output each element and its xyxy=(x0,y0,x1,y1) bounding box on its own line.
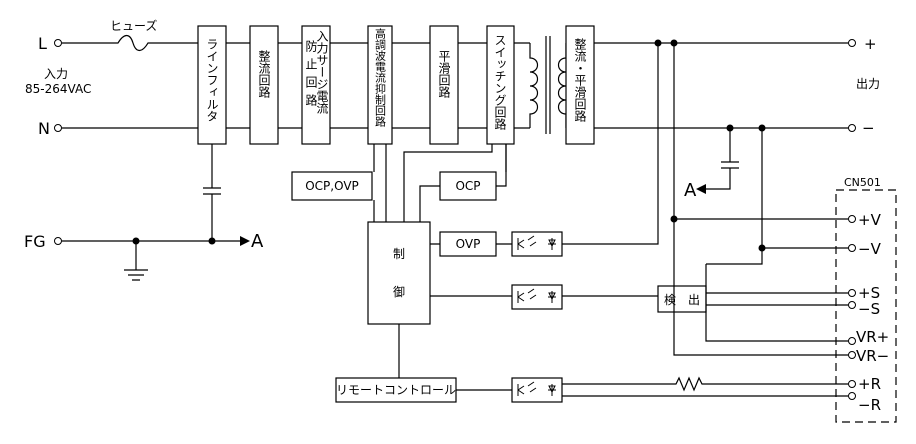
fuse-symbol xyxy=(62,34,198,52)
block-smoothing-label: 平滑回路 xyxy=(437,50,451,99)
block-control-label-2: 御 xyxy=(393,284,405,299)
block-remote-control-label: リモートコントロール xyxy=(336,383,456,397)
connector-label: CN501 xyxy=(844,176,881,189)
block-inrush-label-1: 防止回路 xyxy=(304,39,318,112)
output-plus-label: + xyxy=(864,35,877,53)
svg-text:−V: −V xyxy=(858,240,882,258)
connector-pin-plus-s: +S xyxy=(848,284,880,302)
block-rectify-smooth xyxy=(565,25,595,145)
output-capacitor xyxy=(706,128,739,190)
terminal-n xyxy=(54,124,62,132)
connector-pin-minus-r: −R xyxy=(848,392,881,414)
block-ovp-label: OVP xyxy=(456,237,481,251)
svg-text:+R: +R xyxy=(858,375,881,393)
transformer-primary xyxy=(529,43,539,128)
output-minus-label: − xyxy=(862,119,875,137)
svg-text:−R: −R xyxy=(858,396,881,414)
ground-icon xyxy=(124,241,148,281)
block-detect-label: 検 出 xyxy=(664,293,700,307)
svg-text:VR+: VR+ xyxy=(856,328,889,346)
connector-pin-vr-plus: VR+ xyxy=(848,328,889,346)
block-rectifier-label: 整流回路 xyxy=(257,49,271,99)
terminal-l-label: L xyxy=(38,34,47,53)
block-rectify-smooth-label: 整流・平滑回路 xyxy=(573,37,587,123)
input-voltage: 85-264VAC xyxy=(25,82,91,96)
block-line-filter-label: ラインフィルタ xyxy=(205,38,219,122)
block-control-label-1: 制 xyxy=(393,247,405,261)
connector-pin-vr-minus: VR− xyxy=(848,347,889,365)
block-inrush-label-2: 入力サージ電流 xyxy=(315,30,329,114)
block-remote-control xyxy=(335,377,457,403)
arrow-a-out xyxy=(696,184,706,194)
node-a-label-fg: A xyxy=(251,231,264,252)
output-caption: 出力 xyxy=(856,77,880,91)
block-rectifier xyxy=(249,25,279,145)
svg-text:VR−: VR− xyxy=(856,347,889,365)
photocoupler-icon xyxy=(511,377,563,403)
transformer-secondary xyxy=(557,43,567,128)
terminal-n-label: N xyxy=(38,119,50,138)
y-capacitor xyxy=(203,187,221,195)
arrow-a-fg xyxy=(240,236,250,246)
block-ocp-ovp xyxy=(291,171,373,201)
svg-text:−S: −S xyxy=(858,300,880,318)
block-detect xyxy=(657,285,707,313)
fuse-label: ヒューズ xyxy=(110,18,157,33)
connector-cn501 xyxy=(835,189,897,423)
block-switching-label: スイッチング回路 xyxy=(493,34,507,131)
connector-pin-plus-r: +R xyxy=(848,375,881,393)
block-harmonic xyxy=(367,25,393,145)
terminal-l xyxy=(54,39,62,47)
block-harmonic-label: 高調波電流抑制回路 xyxy=(374,27,387,128)
block-control xyxy=(367,221,431,325)
input-caption: 入力 xyxy=(44,67,68,81)
connector-pin-plus-v: +V xyxy=(848,211,882,229)
svg-text:+S: +S xyxy=(858,284,880,302)
output-terminal-plus xyxy=(848,39,856,47)
svg-text:+V: +V xyxy=(858,211,882,229)
terminal-fg xyxy=(54,237,62,245)
transformer-core xyxy=(545,36,551,134)
output-terminal-minus xyxy=(848,124,856,132)
terminal-fg-label: FG xyxy=(24,232,46,251)
photocoupler-icon xyxy=(511,231,563,257)
block-ocp-ovp-label: OCP,OVP xyxy=(305,179,359,193)
photocoupler-icon xyxy=(511,284,563,310)
connector-pin-minus-v: −V xyxy=(848,240,882,258)
block-smoothing xyxy=(429,25,459,145)
resistor-symbol xyxy=(562,376,848,392)
block-switching xyxy=(486,25,515,145)
node-a-label-out: A xyxy=(684,180,697,201)
block-ocp-label: OCP xyxy=(455,179,480,193)
block-inrush xyxy=(301,25,331,145)
connector-pin-minus-s: −S xyxy=(848,300,880,318)
